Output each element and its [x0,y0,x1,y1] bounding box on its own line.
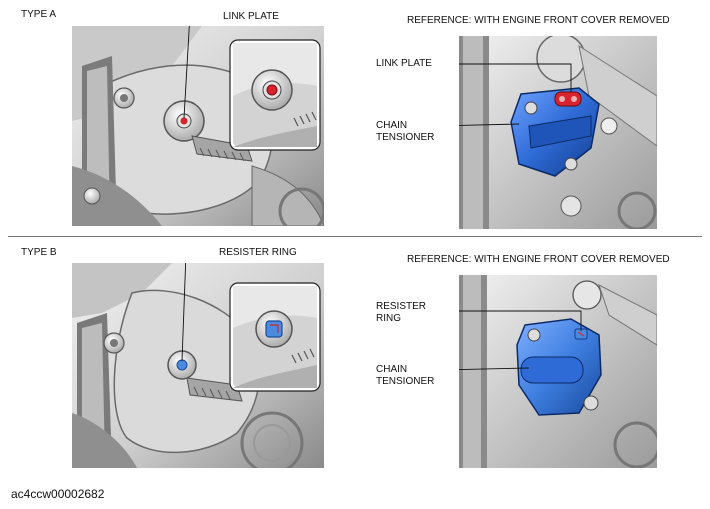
type-a-ref-chain-tensioner-callout-2: TENSIONER [376,132,435,143]
type-b-engine-illustration [72,263,324,468]
type-b-reference-title: REFERENCE: WITH ENGINE FRONT COVER REMOV… [407,254,670,265]
type-b-ref-chain-tensioner-callout-1: CHAIN [376,364,408,375]
type-a-reference-title: REFERENCE: WITH ENGINE FRONT COVER REMOV… [407,15,670,26]
type-b-ref-resister-callout-2: RING [376,313,401,324]
type-b-resister-ring-callout: RESISTER RING [219,247,297,258]
type-a-title: TYPE A [21,9,57,20]
type-a-ref-chain-tensioner-callout-1: CHAIN [376,120,408,131]
figure-id: ac4ccw00002682 [11,487,105,501]
type-a-ref-link-plate-callout: LINK PLATE [376,58,432,69]
type-b-title: TYPE B [21,247,57,258]
type-b-ref-chain-tensioner-callout-2: TENSIONER [376,376,435,387]
section-divider [8,236,702,237]
type-a-engine-illustration [72,26,324,226]
type-a-link-plate-callout: LINK PLATE [223,11,279,22]
type-b-reference-illustration [459,275,657,468]
type-a-reference-illustration [459,36,657,229]
type-b-ref-resister-callout-1: RESISTER [376,301,427,312]
